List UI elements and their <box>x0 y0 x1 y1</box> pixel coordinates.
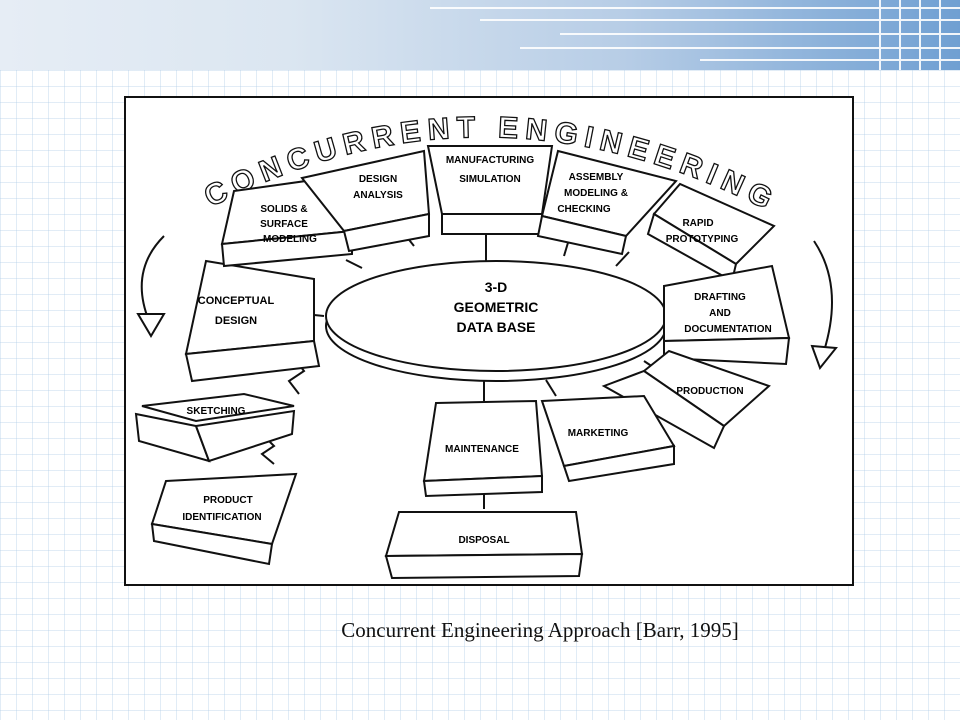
rapid-label-1: RAPID <box>682 218 713 229</box>
center-label-2: GEOMETRIC <box>454 299 539 315</box>
header-decoration <box>430 0 960 70</box>
solids-label-1: SOLIDS & <box>260 204 307 215</box>
maintenance-label-1: MAINTENANCE <box>445 444 519 455</box>
disposal-label-1: DISPOSAL <box>458 535 509 546</box>
block-production: PRODUCTION <box>601 349 771 450</box>
drafting-label-1: DRAFTING <box>694 292 746 303</box>
marketing-label-1: MARKETING <box>568 428 629 439</box>
center-label-3: DATA BASE <box>456 319 535 335</box>
right-cycle-arrow <box>813 240 833 352</box>
block-assembly-modeling-checking: ASSEMBLY MODELING & CHECKING <box>536 149 678 256</box>
assembly-label-2: MODELING & <box>564 188 628 199</box>
concurrent-engineering-figure: CONCURRENT ENGINEERING 3-D GEOMETRIC DAT… <box>124 96 854 586</box>
assembly-label-1: ASSEMBLY <box>569 172 624 183</box>
rapid-label-2: PROTOTYPING <box>666 234 739 245</box>
figure-caption-container: Concurrent Engineering Approach [Barr, 1… <box>0 618 960 643</box>
design-label-2: ANALYSIS <box>353 190 403 201</box>
block-marketing: MARKETING <box>540 394 676 483</box>
drafting-label-2: AND <box>709 308 731 319</box>
conceptual-label-1: CONCEPTUAL <box>198 295 275 307</box>
manufacturing-label-2: SIMULATION <box>459 174 520 185</box>
block-sketching: SKETCHING <box>134 392 296 463</box>
solids-label-2: SURFACE <box>260 219 308 230</box>
sketching-label-1: SKETCHING <box>187 406 246 417</box>
left-arrowhead <box>136 313 166 338</box>
block-manufacturing-simulation: MANUFACTURING SIMULATION <box>426 145 554 235</box>
block-rapid-prototyping: RAPID PROTOTYPING <box>646 182 776 283</box>
database-disk-top <box>325 260 667 372</box>
block-drafting-documentation: DRAFTING AND DOCUMENTATION <box>663 264 791 366</box>
manufacturing-label-1: MANUFACTURING <box>446 155 535 166</box>
right-arrowhead <box>810 344 838 371</box>
conceptual-label-2: DESIGN <box>215 315 257 327</box>
diagram-svg: CONCURRENT ENGINEERING 3-D GEOMETRIC DAT… <box>124 96 854 586</box>
product-label-2: IDENTIFICATION <box>182 512 261 523</box>
product-label-1: PRODUCT <box>203 495 252 506</box>
center-label-1: 3-D <box>485 279 508 295</box>
design-label-1: DESIGN <box>359 174 397 185</box>
block-disposal: DISPOSAL <box>384 511 584 580</box>
production-label-1: PRODUCTION <box>676 386 743 397</box>
assembly-label-3: CHECKING <box>557 204 611 215</box>
left-cycle-arrow <box>140 235 165 322</box>
block-product-identification: PRODUCT IDENTIFICATION <box>150 472 298 566</box>
drafting-label-3: DOCUMENTATION <box>684 324 771 335</box>
block-design-analysis: DESIGN ANALYSIS <box>300 149 431 253</box>
block-conceptual-design: CONCEPTUAL DESIGN <box>184 259 321 383</box>
solids-label-3: MODELING <box>263 234 317 245</box>
figure-caption: Concurrent Engineering Approach [Barr, 1… <box>341 618 739 642</box>
connector-lines <box>260 231 682 509</box>
block-maintenance: MAINTENANCE <box>422 399 544 498</box>
